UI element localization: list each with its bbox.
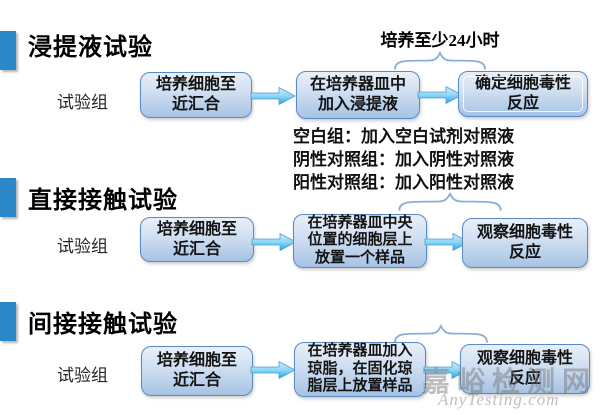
brace-icon (398, 192, 502, 211)
watermark-url: AnyTesting.com (438, 390, 560, 409)
flow-box-determine-cytotoxicity: 确定细胞毒性 反应 (458, 71, 588, 117)
group-label: 试验组 (57, 237, 108, 256)
watermark-chinese: 嘉峪检测网 (422, 367, 598, 398)
note-positive-control: 阳性对照组：加入阳性对照液 (293, 173, 514, 192)
flow-box-observe-cytotoxicity: 观察细胞毒性 反应 (460, 344, 590, 394)
note-negative-control: 阴性对照组：加入阴性对照液 (293, 150, 514, 169)
group-label: 试验组 (57, 366, 108, 385)
arrow-right-icon (251, 232, 297, 252)
section-title-extract: 浸提液试验 (28, 35, 153, 61)
arrow-right-icon (250, 360, 296, 380)
note-blank-control: 空白组：加入空白试剂对照液 (293, 127, 514, 146)
arrow-right-icon (417, 85, 463, 105)
arrow-right-icon (250, 86, 296, 106)
section-bullet (0, 302, 16, 341)
section-bullet (0, 31, 16, 70)
section-title-indirect-contact: 间接接触试验 (28, 312, 178, 338)
brace-icon (394, 51, 486, 70)
flow-box-culture-cells: 培养细胞至 近汇合 (140, 72, 252, 118)
control-group-notes: 空白组：加入空白试剂对照液 阴性对照组：加入阴性对照液 阳性对照组：加入阳性对照… (293, 125, 514, 194)
arrow-right-icon (424, 232, 470, 252)
flow-box-agar-overlay-sample: 在培养器皿加入 琼脂，在固化琼 脂层上放置样品 (294, 342, 426, 397)
flow-box-place-sample-on-cells: 在培养器皿中央 位置的细胞层上 放置一个样品 (293, 214, 427, 268)
section-bullet (0, 178, 16, 217)
section-title-direct-contact: 直接接触试验 (28, 188, 178, 214)
flow-box-culture-cells: 培养细胞至 近汇合 (141, 346, 253, 396)
group-label: 试验组 (57, 93, 108, 112)
flow-box-add-extract: 在培养器皿中 加入浸提液 (296, 71, 420, 119)
flow-box-culture-cells: 培养细胞至 近汇合 (140, 217, 254, 262)
brace-icon (394, 324, 488, 343)
flow-box-observe-cytotoxicity: 观察细胞毒性 反应 (462, 218, 588, 268)
brace-label-24h: 培养至少24小时 (380, 31, 500, 50)
